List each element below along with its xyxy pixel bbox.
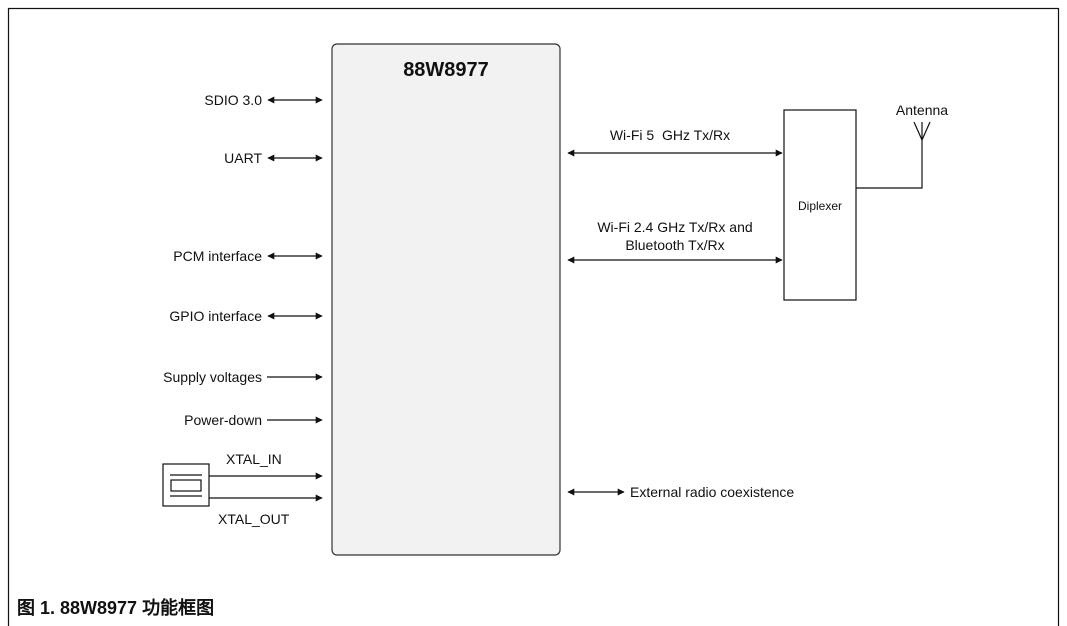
port-label-supply: Supply voltages: [163, 369, 262, 385]
diplexer-block: [783, 109, 857, 301]
antenna-icon: [913, 121, 931, 141]
port-label-powerdown: Power-down: [184, 412, 262, 428]
port-label-pcm: PCM interface: [173, 248, 262, 264]
antenna-label: Antenna: [896, 102, 948, 118]
chip-title: 88W8977: [403, 59, 489, 81]
wifi5-label: Wi-Fi 5 GHz Tx/Rx: [610, 127, 730, 143]
port-label-sdio: SDIO 3.0: [204, 92, 262, 108]
xtal-in-label: XTAL_IN: [226, 451, 282, 467]
xtal-out-label: XTAL_OUT: [218, 511, 290, 527]
antenna-feed-line: [856, 140, 923, 189]
figure-caption: 图 1. 88W8977 功能框图: [17, 597, 214, 618]
wifi24-label-line2: Bluetooth Tx/Rx: [625, 237, 724, 253]
port-label-uart: UART: [224, 150, 262, 166]
wifi24-label-line1: Wi-Fi 2.4 GHz Tx/Rx and: [597, 219, 752, 235]
crystal-icon: [162, 463, 210, 507]
outer-frame: [7, 7, 1060, 626]
diplexer-label: Diplexer: [798, 199, 842, 213]
chip-block: [331, 43, 561, 556]
port-label-gpio: GPIO interface: [169, 308, 262, 324]
coex-label: External radio coexistence: [630, 484, 794, 500]
